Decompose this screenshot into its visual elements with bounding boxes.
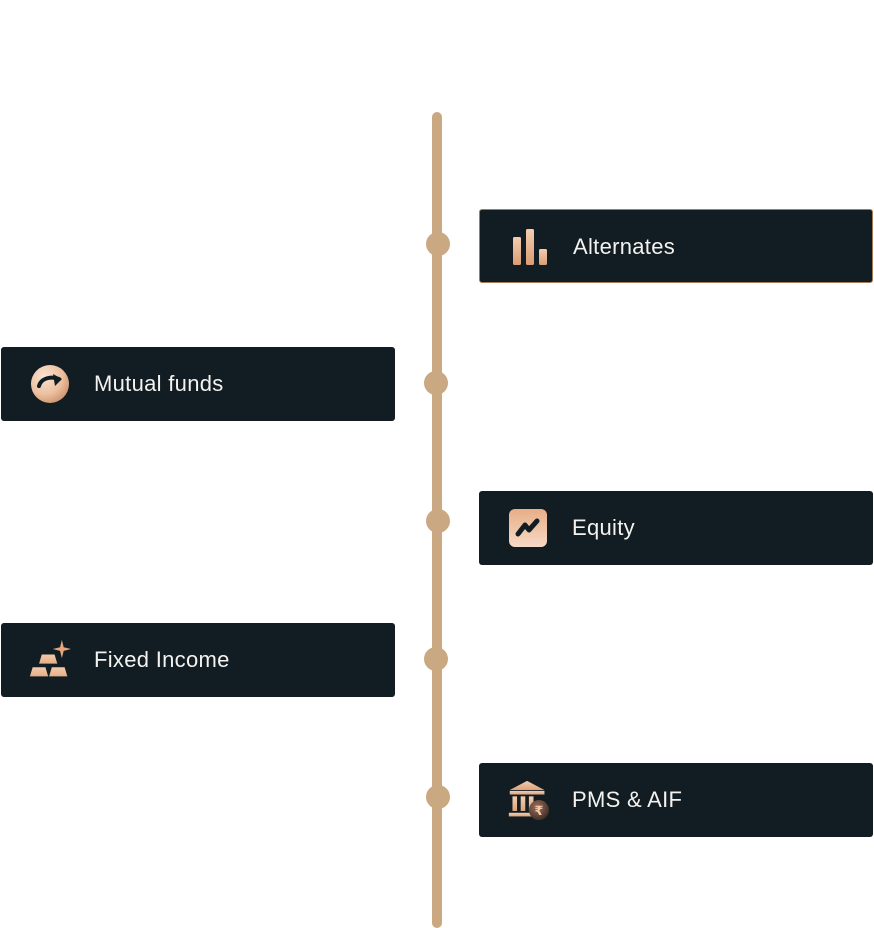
card-label: PMS & AIF xyxy=(572,787,683,812)
card-mutual-funds[interactable]: Mutual funds xyxy=(1,347,395,421)
card-label: Mutual funds xyxy=(94,371,224,396)
timeline-node-mutual-funds xyxy=(424,371,448,395)
card-pms-aif[interactable]: ₹ PMS & AIF xyxy=(479,763,873,837)
svg-text:₹: ₹ xyxy=(535,804,544,819)
card-label: Alternates xyxy=(573,234,676,259)
bar-chart-icon xyxy=(508,227,550,267)
timeline-node-fixed-income xyxy=(424,647,448,671)
card-label: Equity xyxy=(572,515,635,540)
card-label: Fixed Income xyxy=(94,647,230,672)
trend-line-icon xyxy=(507,508,549,548)
timeline-node-alternates xyxy=(426,232,450,256)
card-equity[interactable]: Equity xyxy=(479,491,873,565)
gold-bars-icon xyxy=(29,639,71,680)
bank-rupee-icon: ₹ xyxy=(507,780,549,821)
timeline-node-pms-aif xyxy=(426,785,450,809)
timeline-node-equity xyxy=(426,509,450,533)
card-alternates[interactable]: Alternates xyxy=(479,209,873,283)
card-fixed-income[interactable]: Fixed Income xyxy=(1,623,395,697)
growth-arrow-icon xyxy=(29,364,71,404)
